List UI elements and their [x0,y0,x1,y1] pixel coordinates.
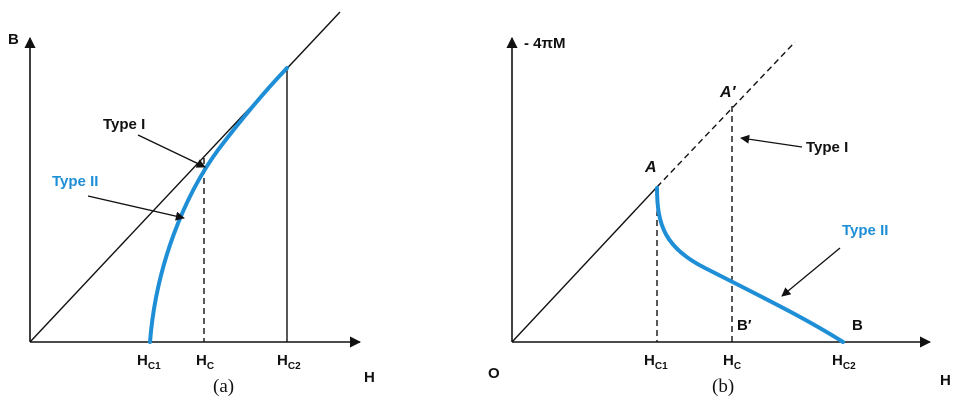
panel-b: - 4πM H O A A′ B′ B HC1 HC HC2 Type I T [488,35,951,397]
panel-a-tick-hc: HC [196,352,214,372]
panel-a-x-axis-label: H [364,369,375,386]
panel-a-type2-arrow [87,195,185,221]
panel-b-point-b-prime: B′ [737,317,752,334]
svg-text:HC1: HC1 [137,352,161,372]
panel-a-tick-hc1: HC1 [137,352,161,372]
panel-b-meissner-line [511,186,658,343]
panel-b-point-a: A [644,159,657,176]
panel-b-point-b: B [852,317,863,334]
svg-text:HC2: HC2 [277,352,301,372]
panel-a: B H HC1 HC HC2 Type I Type II (a) [8,11,375,397]
panel-b-type2-curve [655,186,845,344]
panel-a-type2-curve [148,66,289,344]
panel-b-tick-hc: HC [723,352,741,372]
svg-text:HC2: HC2 [832,352,856,372]
panel-b-origin-label: O [488,365,500,382]
svg-text:HC1: HC1 [644,352,668,372]
panel-b-y-axis-label: - 4πM [524,35,565,52]
panel-a-tick-hc2: HC2 [277,352,301,372]
panel-b-type2-arrow [781,247,841,297]
panel-a-caption: (a) [213,376,234,397]
panel-b-type1-dashed-line [656,41,796,188]
panel-b-x-axis-label: H [940,372,951,389]
panel-a-type1-arrow [137,134,206,168]
panel-a-type2-label: Type II [52,173,98,190]
panel-b-tick-hc2: HC2 [832,352,856,372]
panel-b-type2-label: Type II [842,222,888,239]
panel-b-caption: (b) [712,376,734,397]
panel-b-type1-arrow [740,134,803,148]
panel-b-type1-label: Type I [806,139,848,156]
svg-text:HC: HC [723,352,741,372]
panel-b-point-a-prime: A′ [719,84,737,101]
panel-a-type1-label: Type I [103,116,145,133]
panel-b-tick-hc1: HC1 [644,352,668,372]
svg-text:HC: HC [196,352,214,372]
panel-a-y-axis-label: B [8,31,19,48]
